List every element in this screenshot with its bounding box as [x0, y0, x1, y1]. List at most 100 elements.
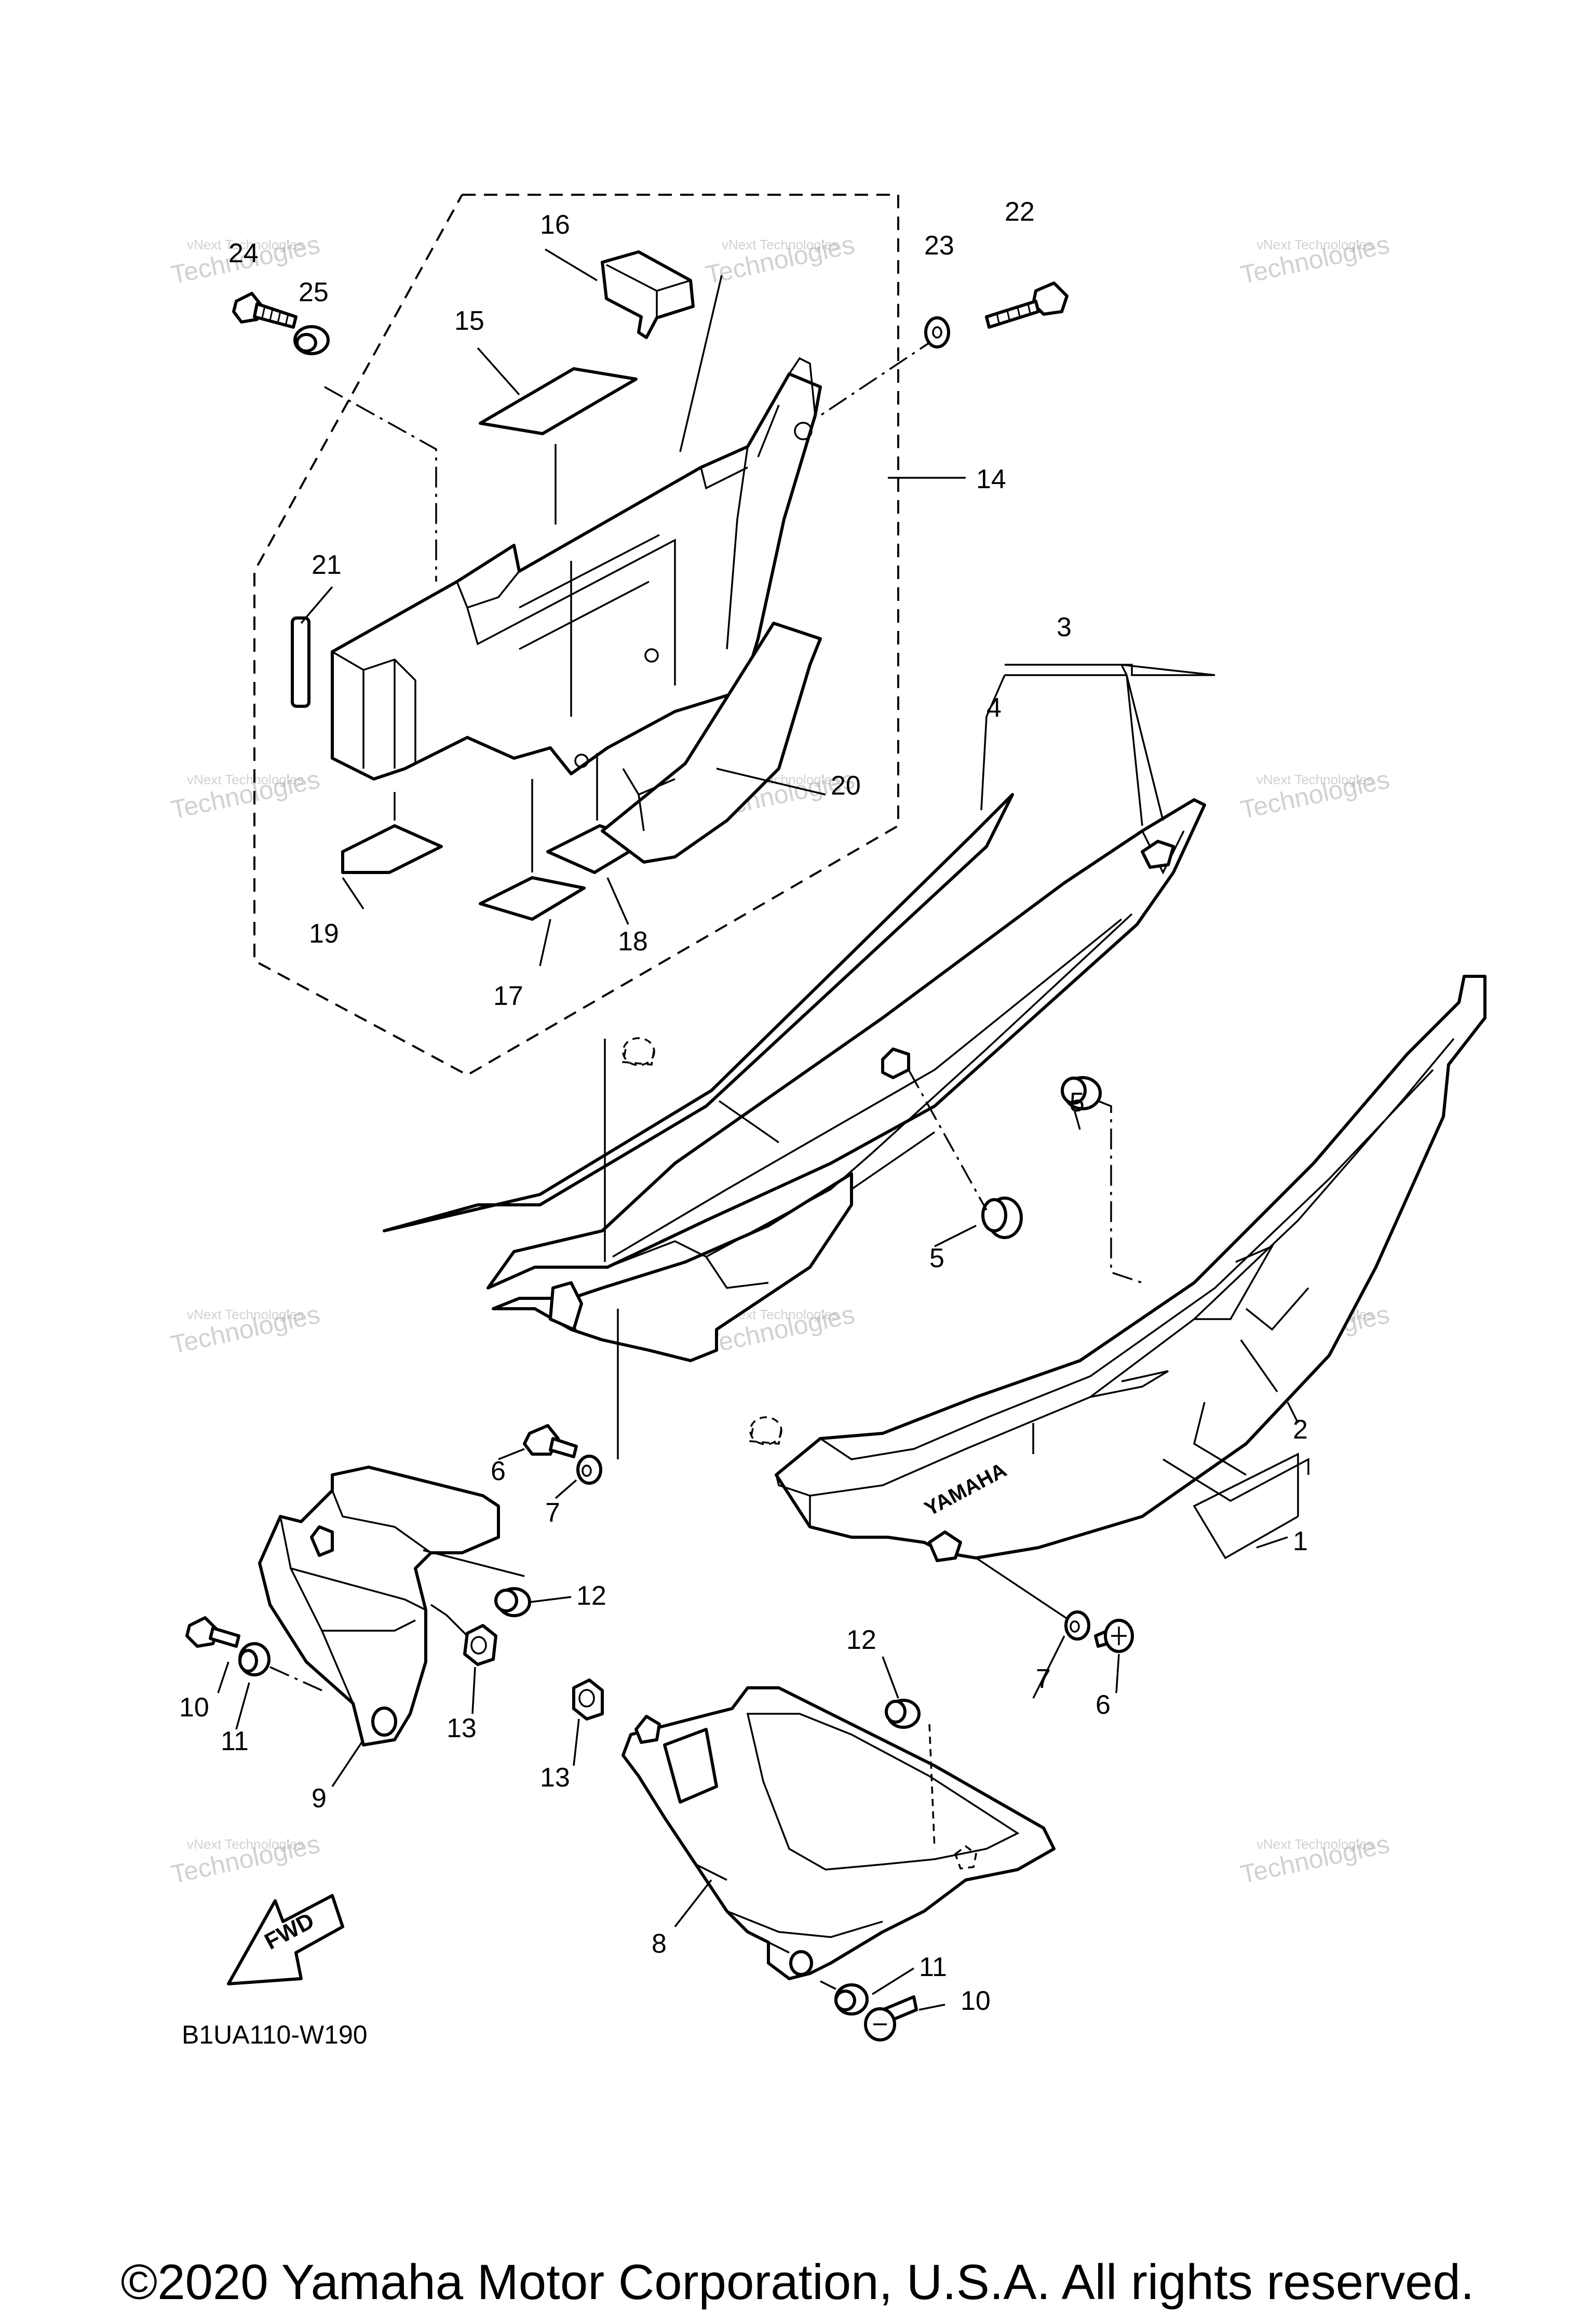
- callout-11a: 11: [221, 1726, 249, 1756]
- leader-line: [430, 1604, 468, 1637]
- pad-17: [479, 876, 586, 921]
- side-cover-1: [775, 975, 1486, 1560]
- callout-9: 9: [312, 1783, 327, 1813]
- grommet-8: [954, 1845, 977, 1870]
- callout-25: 25: [299, 277, 329, 307]
- fender-20: [601, 622, 822, 864]
- leader-line: [1240, 1339, 1278, 1393]
- grommet-top: [621, 1037, 655, 1066]
- damper-12-right: [885, 1699, 921, 1729]
- copyright-notice: ©2020 Yamaha Motor Corporation, U.S.A. A…: [120, 2254, 1475, 2310]
- damper-5-left: [981, 1197, 1023, 1239]
- grommet-pin-right: [928, 1530, 962, 1562]
- screw-10-right: [864, 1995, 918, 2041]
- side-cover-left: [383, 663, 1215, 1459]
- washer-7-right: [1064, 1610, 1090, 1641]
- side-cover-detail: [775, 1038, 1455, 1527]
- battery-box-assembly: [253, 194, 938, 1077]
- battery-box-detail: [332, 357, 816, 769]
- cover-8-tab: [663, 1728, 718, 1804]
- cover-8-clip: [634, 1715, 661, 1744]
- fastener-group-right: [1064, 1610, 1134, 1653]
- cover-8-detail: [695, 1713, 1020, 1954]
- callout-22: 22: [1005, 197, 1035, 227]
- pad-19: [341, 824, 443, 874]
- fastener-group-cover-9: [185, 1587, 531, 1691]
- callout-12b: 12: [846, 1625, 876, 1655]
- callout-13b: 13: [540, 1763, 570, 1793]
- callouts: 1 2 3 4 5 5 6 6 7 7 8 9 10 10 11 11 12 1…: [179, 197, 1308, 2016]
- cover-9: [258, 1466, 525, 1747]
- callout-19: 19: [309, 919, 339, 949]
- pad-15: [479, 367, 638, 435]
- callout-2: 2: [1293, 1415, 1308, 1445]
- watermark-text: vNext Technologies: [1256, 1836, 1373, 1852]
- callout-12a: 12: [576, 1581, 606, 1611]
- fastener-group-left: [523, 1424, 602, 1485]
- callout-17: 17: [493, 981, 523, 1011]
- fastener-group-top: [232, 281, 1069, 355]
- fwd-arrow: FWD: [227, 1894, 344, 1985]
- cover-9-detail: [279, 1490, 432, 1704]
- callout-leaders: [217, 248, 1299, 2011]
- fender-detail: [622, 768, 675, 831]
- leader-line: [1005, 663, 1215, 826]
- watermark-text: vNext Technologies: [187, 237, 304, 252]
- cover-9-clip: [310, 1525, 334, 1557]
- callout-18: 18: [618, 926, 648, 957]
- leader-line: [820, 1980, 836, 1990]
- mount-hole: [789, 1950, 813, 1976]
- callout-5b: 5: [929, 1243, 944, 1273]
- assembly-boundary: [253, 194, 899, 1077]
- collar-11-left: [238, 1642, 271, 1676]
- diagram-code: B1UA110-W190: [182, 2020, 368, 2049]
- leader-line: [1163, 1458, 1309, 1502]
- leader-line: [719, 1100, 779, 1144]
- mount-hole: [794, 422, 813, 440]
- callout-8: 8: [652, 1929, 667, 1959]
- cover-8: [572, 1678, 1056, 1980]
- callout-20: 20: [831, 771, 861, 801]
- watermark-text: vNext Technologies: [187, 1307, 304, 1322]
- side-cover-4: [383, 793, 1014, 1232]
- relay-16: [601, 250, 695, 339]
- leader-line: [269, 1666, 322, 1691]
- callout-7b: 7: [1036, 1664, 1051, 1694]
- callout-5a: 5: [1070, 1087, 1085, 1118]
- callout-21: 21: [312, 550, 342, 580]
- leader-line: [976, 1557, 1070, 1621]
- callout-15: 15: [454, 306, 484, 336]
- leader-line: [324, 386, 437, 582]
- screw-6-left: [523, 1424, 578, 1458]
- callout-7a: 7: [545, 1498, 560, 1528]
- grommet-right-top: [749, 1416, 782, 1445]
- mount-hole: [644, 648, 659, 663]
- relay-detail: [606, 264, 691, 318]
- leader-line: [820, 337, 938, 417]
- watermark-text: vNext Technologies: [187, 1836, 304, 1852]
- watermark-text: vNext Technologies: [1256, 237, 1373, 252]
- side-cover-3-lower: [492, 1172, 853, 1362]
- callout-14: 14: [976, 464, 1006, 494]
- damper-5-right: [1061, 1076, 1102, 1110]
- callout-4: 4: [986, 693, 1002, 723]
- callout-24: 24: [228, 238, 259, 268]
- screw-6-right: [1094, 1619, 1134, 1653]
- mount-hole: [574, 754, 589, 768]
- watermark-text: vNext Technologies: [1256, 772, 1373, 787]
- callout-10a: 10: [179, 1692, 209, 1723]
- side-cover-right: YAMAHA: [749, 975, 1486, 1621]
- strip-21: [291, 616, 310, 708]
- grommet-13-left: [463, 1624, 497, 1666]
- callout-23: 23: [924, 231, 954, 261]
- bolt-22: [985, 281, 1069, 329]
- damper-12-left: [494, 1587, 531, 1617]
- callout-6a: 6: [491, 1456, 506, 1486]
- washer-23: [924, 316, 950, 348]
- callout-16: 16: [540, 210, 570, 240]
- leader-line: [679, 275, 723, 452]
- grommet-pin: [549, 840, 1175, 1331]
- callout-6b: 6: [1096, 1690, 1111, 1720]
- callout-11b: 11: [919, 1952, 947, 1982]
